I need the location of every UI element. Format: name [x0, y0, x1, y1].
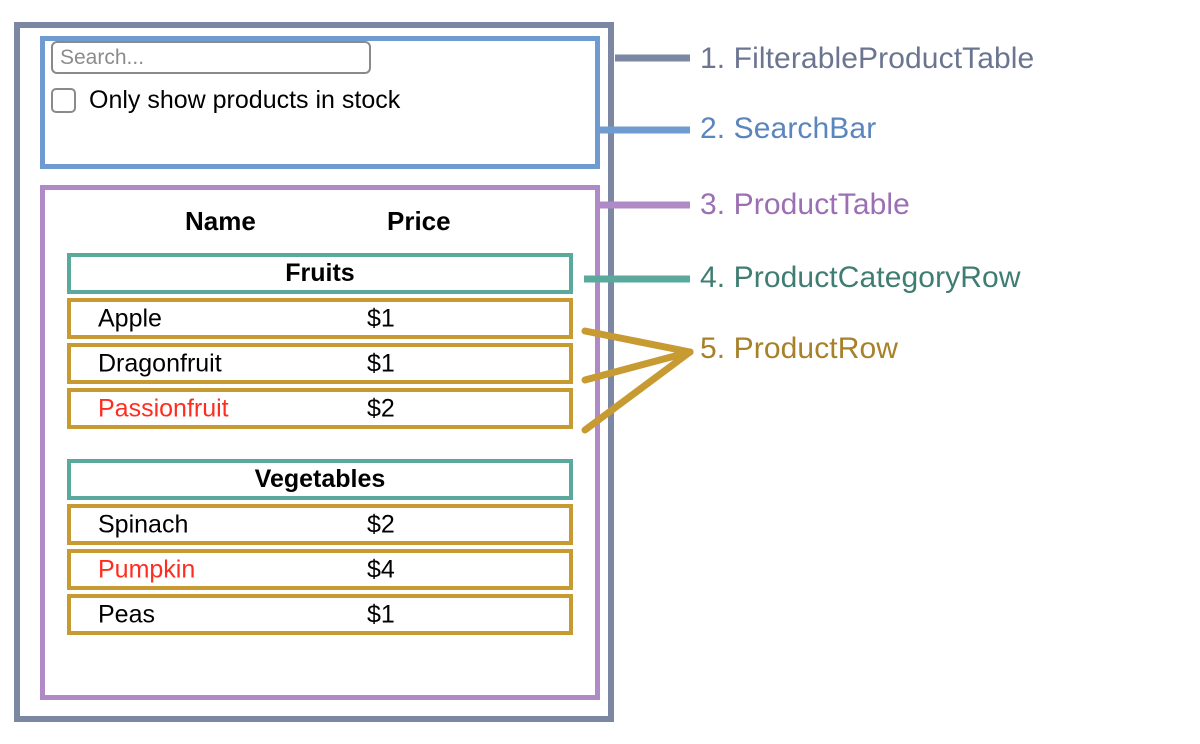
product-price: $2 — [367, 510, 395, 538]
product-name: Passionfruit — [98, 394, 229, 422]
product-table-boundary: Name Price Fruits Apple $1 Dragonfruit $… — [40, 185, 600, 700]
product-rows-area: Fruits Apple $1 Dragonfruit $1 Passionfr… — [67, 253, 573, 639]
category-group-spacer — [67, 433, 573, 459]
column-header-name: Name — [185, 206, 256, 236]
annotation-label-product-category-row: 4. ProductCategoryRow — [700, 261, 1021, 294]
product-price: $2 — [367, 394, 395, 422]
product-category-row: Fruits — [67, 253, 573, 294]
annotation-label-search-bar: 2. SearchBar — [700, 112, 877, 145]
annotation-label-filterable-product-table: 1. FilterableProductTable — [700, 42, 1035, 75]
product-row: Passionfruit $2 — [67, 388, 573, 429]
product-row: Spinach $2 — [67, 504, 573, 545]
product-category-row: Vegetables — [67, 459, 573, 500]
annotation-label-product-table: 3. ProductTable — [700, 188, 910, 221]
product-name: Dragonfruit — [98, 349, 222, 377]
product-name: Pumpkin — [98, 555, 196, 583]
search-input[interactable] — [51, 41, 371, 74]
product-price: $1 — [367, 600, 395, 628]
product-row: Pumpkin $4 — [67, 549, 573, 590]
product-row: Dragonfruit $1 — [67, 343, 573, 384]
product-price: $1 — [367, 304, 395, 332]
only-in-stock-checkbox[interactable] — [51, 88, 76, 113]
product-name: Apple — [98, 304, 162, 332]
product-name: Spinach — [98, 510, 189, 538]
product-name: Peas — [98, 600, 155, 628]
product-table-header: Name Price — [45, 206, 595, 240]
in-stock-filter-row[interactable]: Only show products in stock — [51, 88, 400, 113]
product-row: Peas $1 — [67, 594, 573, 635]
annotation-label-product-row: 5. ProductRow — [700, 332, 899, 365]
only-in-stock-label: Only show products in stock — [89, 86, 401, 114]
product-category-row-label: Fruits — [285, 259, 355, 287]
product-row: Apple $1 — [67, 298, 573, 339]
column-header-price: Price — [387, 206, 451, 236]
product-price: $4 — [367, 555, 395, 583]
product-category-row-label: Vegetables — [254, 465, 386, 493]
product-price: $1 — [367, 349, 395, 377]
